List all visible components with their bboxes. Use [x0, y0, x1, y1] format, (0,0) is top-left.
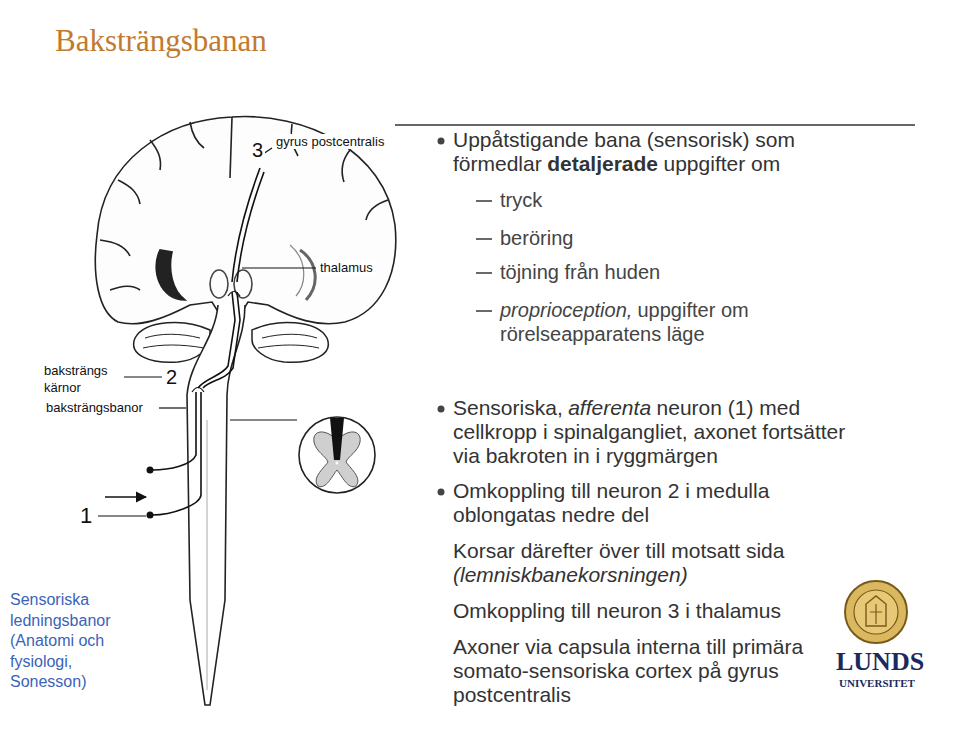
bullet-dash — [476, 310, 492, 312]
header-rule — [395, 124, 915, 126]
callout-number-block: 3 — [250, 139, 265, 161]
body-text: Korsar därefter över till motsatt sida — [453, 539, 784, 562]
logo-wordmark-block: LUNDS — [836, 648, 924, 676]
body-text: (lemniskbanekorsningen) — [453, 563, 853, 587]
structure-label: baksträngs kärnor — [44, 363, 108, 395]
structure-label: gyrus postcentralis — [274, 134, 386, 149]
bullet-text: uppgifter om — [664, 152, 781, 175]
sub-item-block: tryck — [500, 188, 830, 212]
sub-item-block: beröring — [500, 226, 830, 250]
bullet-dot — [438, 489, 445, 496]
bullet-text: Omkoppling till neuron 2 i medulla oblon… — [453, 479, 769, 526]
body-text-block: Axoner via capsula interna till primära … — [453, 635, 863, 707]
bullet-dash — [476, 238, 492, 240]
bullet-text: afferenta — [568, 396, 651, 419]
bullet-dot — [438, 138, 445, 145]
bullet-dot — [438, 406, 445, 413]
structure-label-block: thalamus — [318, 260, 375, 276]
structure-label-block: baksträngsbanor — [46, 400, 143, 416]
input-arrow — [105, 496, 146, 498]
bullet-text-block: Uppåtstigande bana (sensorisk) som förme… — [453, 128, 853, 176]
sub-item-block: töjning från huden — [500, 260, 830, 284]
bullet-text-block: Omkoppling till neuron 2 i medulla oblon… — [453, 479, 853, 527]
callout-number: 1 — [80, 503, 92, 528]
sub-item-block: proprioception,uppgifter om rörelseappar… — [500, 298, 830, 346]
brain-section — [95, 117, 395, 324]
callout-number: 3 — [250, 139, 265, 161]
slide-title: Baksträngsbanan — [55, 22, 267, 60]
cord-cross-section — [299, 417, 375, 493]
structure-label-block: baksträngs kärnor — [44, 362, 124, 396]
bullet-dash — [476, 200, 492, 202]
logo-subline: UNIVERSITET — [839, 677, 915, 689]
bullet-text: Sensoriska, — [453, 396, 563, 419]
callout-number: 2 — [166, 366, 177, 388]
figure-credit: Sensoriska ledningsbanor (Anatomi och fy… — [10, 590, 138, 693]
university-seal — [845, 581, 907, 643]
bullet-text: detaljerade — [547, 152, 658, 175]
bullet-dash — [476, 272, 492, 274]
body-text: Omkoppling till neuron 3 i thalamus — [453, 599, 781, 622]
body-text-block: Korsar därefter över till motsatt sida(l… — [453, 539, 853, 587]
bullet-text-block: Sensoriska,afferentaneuron (1) med cellk… — [453, 396, 853, 468]
callout-number-block: 1 — [80, 504, 92, 528]
structure-label: thalamus — [318, 260, 375, 275]
neuron-pathway — [152, 168, 264, 515]
logo-wordmark: LUNDS — [836, 647, 924, 676]
logo-subline-block: UNIVERSITET — [839, 677, 915, 690]
callout-number-block: 2 — [166, 366, 177, 388]
spinal-cord — [187, 305, 245, 705]
body-text: Axoner via capsula interna till primära … — [453, 635, 803, 706]
sub-item: beröring — [500, 227, 573, 249]
structure-label-block: gyrus postcentralis — [274, 134, 386, 150]
body-text-block: Omkoppling till neuron 3 i thalamus — [453, 599, 853, 623]
sub-item: tryck — [500, 189, 542, 211]
ganglion-dots — [147, 467, 154, 519]
sub-item: proprioception, — [500, 299, 632, 321]
structure-label: baksträngsbanor — [46, 400, 143, 415]
sub-item: töjning från huden — [500, 261, 660, 283]
leader-lines — [98, 148, 316, 516]
